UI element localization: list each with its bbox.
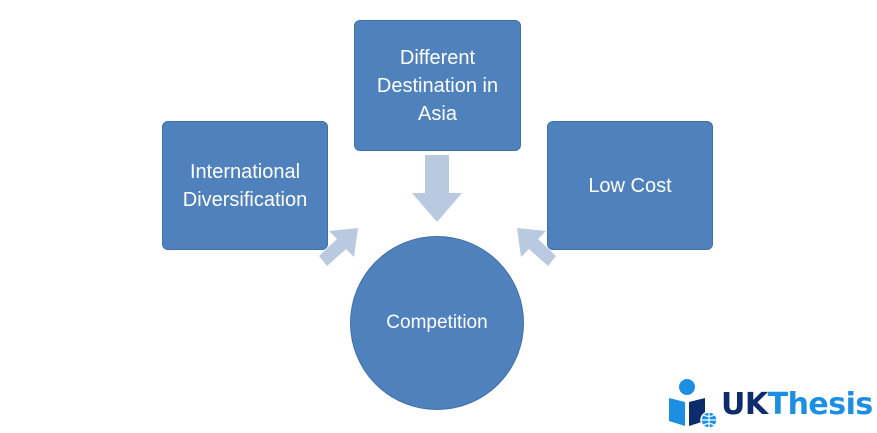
ukthesis-logo: UKThesis — [667, 378, 873, 430]
node-competition: Competition — [350, 236, 524, 410]
reader-globe-icon — [669, 379, 718, 429]
logo-wordmark: UKThesis — [721, 387, 873, 422]
node-international-diversification: International Diversification — [162, 121, 328, 250]
logo-thesis: Thesis — [767, 386, 874, 422]
arrow-top-down — [412, 155, 462, 222]
node-competition-label: Competition — [386, 312, 488, 333]
arrow-right-down-left — [517, 228, 556, 266]
logo-uk: UK — [721, 386, 768, 422]
node-different-destination: Different Destination in Asia — [354, 20, 521, 151]
node-low-cost: Low Cost — [547, 121, 713, 250]
node-low-cost-label: Low Cost — [588, 174, 672, 197]
arrow-left-down-right — [319, 228, 358, 266]
node-different-destination-label: Different Destination in Asia — [376, 46, 499, 125]
node-international-diversification-label: International Diversification — [182, 160, 308, 211]
